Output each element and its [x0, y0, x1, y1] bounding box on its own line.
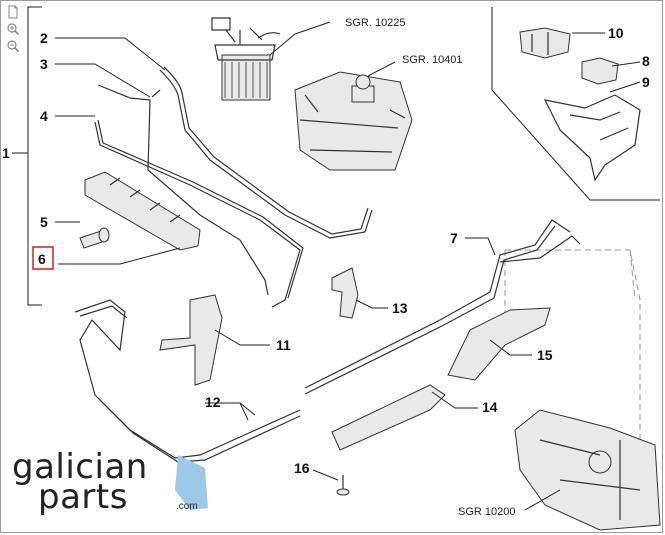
ghost-outline [504, 249, 641, 460]
callout-12[interactable]: 12 [205, 394, 221, 410]
part-5-bolt [79, 227, 110, 249]
part-15-shield [447, 307, 551, 381]
leader-14 [431, 391, 478, 409]
logo-line-2: parts [38, 477, 128, 517]
callout-14[interactable]: 14 [482, 399, 498, 415]
callout-11[interactable]: 11 [276, 337, 291, 353]
callout-3[interactable]: 3 [40, 56, 48, 72]
leader-sgr-10225b [294, 21, 331, 35]
part-14-shield [331, 384, 446, 451]
zoom-out-icon[interactable] [6, 39, 20, 53]
logo-map-accent [175, 455, 208, 510]
leader-16 [312, 469, 339, 481]
callout-6[interactable]: 6 [38, 251, 46, 267]
callout-5[interactable]: 5 [40, 214, 48, 230]
part-13-bracket [331, 267, 359, 319]
part-4-pipe [94, 121, 301, 308]
logo-line-1: galician [12, 447, 148, 487]
leader-13 [355, 299, 388, 309]
part-3-pipe [97, 84, 269, 296]
fuel-filter-drawing [211, 17, 281, 101]
callout-4[interactable]: 4 [40, 108, 48, 124]
callout-13[interactable]: 13 [392, 300, 408, 316]
callout-8[interactable]: 8 [642, 53, 650, 69]
galicianparts-logo: galician parts .com [12, 447, 208, 517]
part-11-bracket [159, 294, 223, 386]
leader-sgr-10401 [367, 61, 396, 77]
callout-15[interactable]: 15 [537, 347, 553, 363]
logo-suffix: .com [176, 501, 198, 512]
leader-sgr-10225 [269, 33, 296, 56]
ref-sgr-10200: SGR 10200 [458, 506, 515, 518]
ref-sgr-10225: SGR. 10225 [345, 17, 406, 29]
leader-3 [55, 63, 151, 98]
leader-12 [205, 402, 256, 421]
part-9-bracket [543, 94, 641, 182]
part-10-clip [519, 27, 571, 59]
part-8-clip [581, 57, 619, 85]
part-7-pipe [304, 219, 571, 389]
fuel-tank-drawing [514, 409, 661, 531]
leader-11 [214, 329, 270, 346]
ref-sgr-10401: SGR. 10401 [402, 54, 463, 66]
callout-16[interactable]: 16 [294, 460, 310, 476]
callout-9[interactable]: 9 [642, 74, 650, 90]
leader-7 [465, 237, 496, 256]
part-6-clip-strip [84, 171, 201, 251]
inset-panel-border [491, 7, 660, 201]
callout-6-highlight [32, 246, 54, 270]
callout-10[interactable]: 10 [608, 25, 624, 41]
leader-sgr-10200 [524, 489, 561, 511]
leader-8 [611, 61, 641, 67]
zoom-in-icon[interactable] [6, 22, 20, 36]
callout-1[interactable]: 1 [2, 145, 10, 161]
page-icon[interactable] [6, 5, 20, 19]
reservoir-tank-drawing [294, 71, 413, 171]
callout-7[interactable]: 7 [450, 230, 458, 246]
group-bracket [27, 6, 42, 306]
leader-9 [609, 81, 641, 93]
leader-15 [489, 339, 532, 356]
part-12-pipe [74, 299, 301, 459]
part-2-pipe [159, 69, 373, 239]
leader-6 [58, 247, 181, 265]
leader-2 [55, 37, 166, 71]
part-16-screw [336, 475, 350, 496]
callout-2[interactable]: 2 [40, 30, 48, 46]
